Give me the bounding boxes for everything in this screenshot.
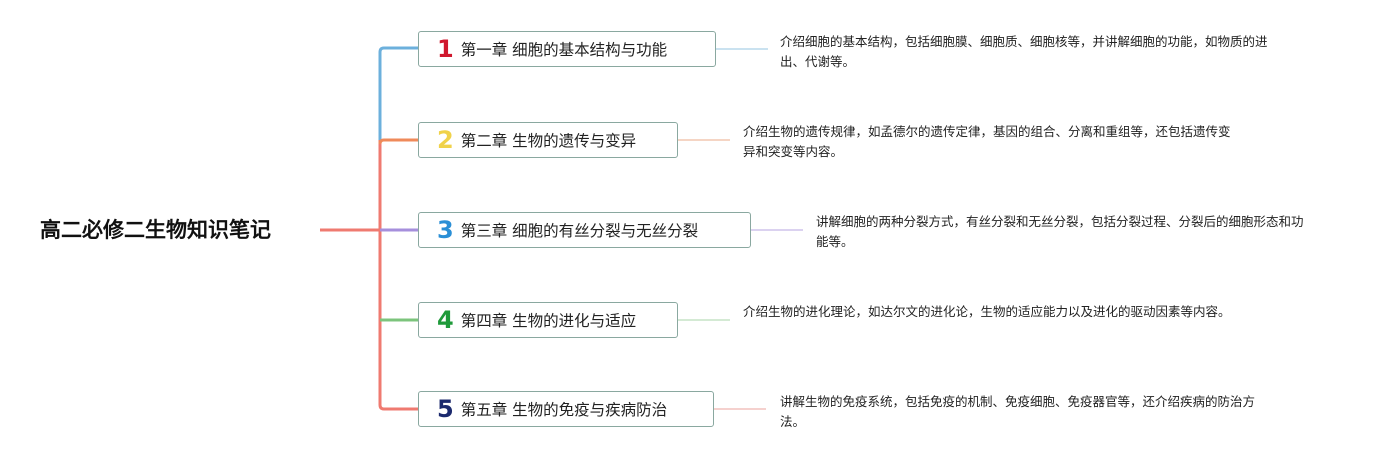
chapter-number-5: 5 (437, 395, 454, 423)
chapter-number-3: 3 (437, 216, 454, 244)
chapter-title-2: 第二章 生物的遗传与变异 (460, 132, 637, 150)
chapter-node-2[interactable]: 2 第二章 生物的遗传与变异 (418, 122, 678, 158)
chapter-title-4: 第四章 生物的进化与适应 (460, 312, 637, 330)
branch-2 (378, 138, 418, 145)
chapter-description-1: 介绍细胞的基本结构，包括细胞膜、细胞质、细胞核等，并讲解细胞的功能，如物质的进出… (780, 34, 1268, 69)
trunk-top (378, 46, 418, 140)
chapter-number-1: 1 (437, 35, 454, 63)
chapter-number-2: 2 (437, 126, 454, 154)
chapter-description-4: 介绍生物的进化理论，如达尔文的进化论，生物的适应能力以及进化的驱动因素等内容。 (743, 304, 1231, 319)
trunk-bottom (378, 140, 418, 411)
chapter-number-4: 4 (437, 306, 454, 334)
chapter-node-1[interactable]: 1 第一章 细胞的基本结构与功能 (418, 31, 716, 67)
root-topic[interactable]: 高二必修二生物知识笔记 (40, 218, 271, 242)
chapter-title-1: 第一章 细胞的基本结构与功能 (460, 41, 668, 59)
chapter-node-4[interactable]: 4 第四章 生物的进化与适应 (418, 302, 678, 338)
chapter-title-3: 第三章 细胞的有丝分裂与无丝分裂 (460, 222, 699, 240)
chapter-description-3: 讲解细胞的两种分裂方式，有丝分裂和无丝分裂，包括分裂过程、分裂后的细胞形态和功能… (816, 214, 1304, 249)
chapter-node-3[interactable]: 3 第三章 细胞的有丝分裂与无丝分裂 (418, 212, 751, 248)
chapter-node-5[interactable]: 5 第五章 生物的免疫与疾病防治 (418, 391, 714, 427)
chapter-description-2: 介绍生物的遗传规律，如孟德尔的遗传定律，基因的组合、分离和重组等，还包括遗传变异… (743, 124, 1231, 159)
chapter-title-5: 第五章 生物的免疫与疾病防治 (460, 401, 668, 419)
chapter-description-5: 讲解生物的免疫系统，包括免疫的机制、免疫细胞、免疫器官等，还介绍疾病的防治方法。 (780, 394, 1256, 429)
